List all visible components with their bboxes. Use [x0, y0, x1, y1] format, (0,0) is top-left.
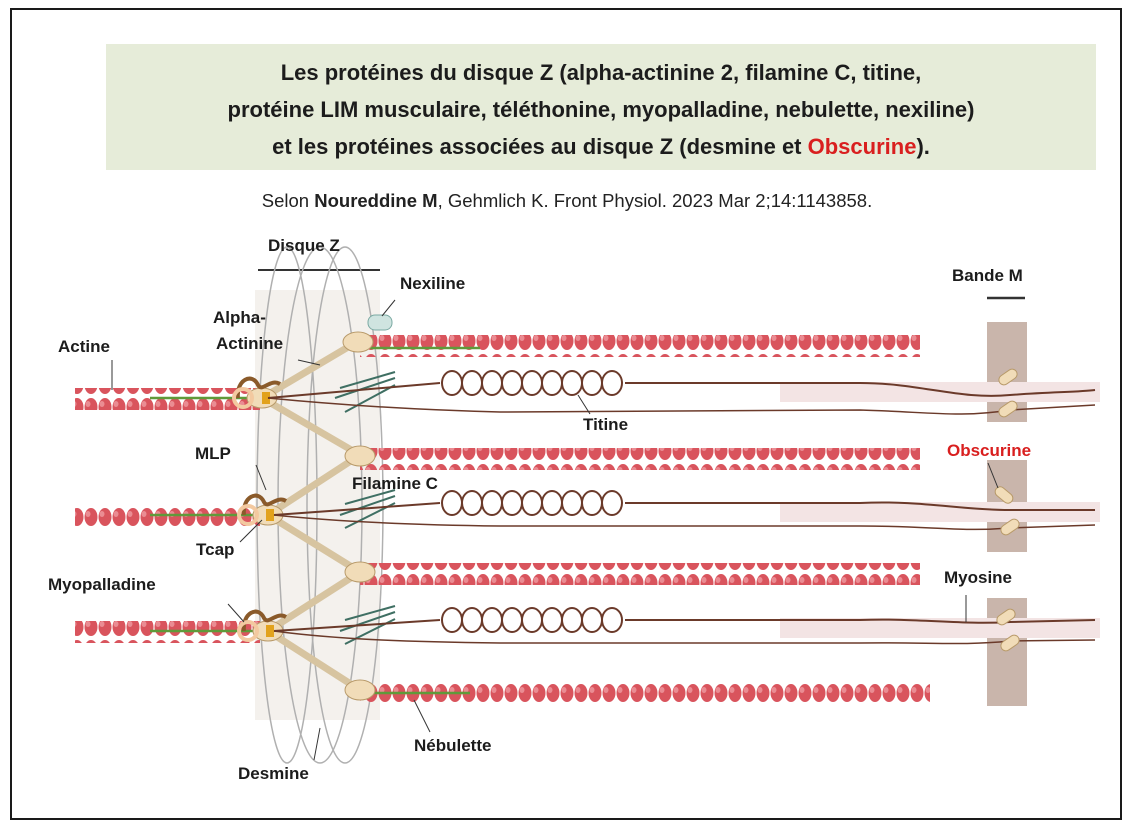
label-actine: Actine [58, 337, 110, 357]
label-bande-m: Bande M [952, 266, 1023, 286]
label-mlp: MLP [195, 444, 231, 464]
label-myosine: Myosine [944, 568, 1012, 588]
label-obscurine: Obscurine [947, 441, 1031, 461]
leader-desmine [314, 728, 320, 760]
actin-filament-right-1 [360, 335, 920, 357]
nexiline-shape [368, 315, 392, 330]
actin-filament-right-3 [360, 563, 920, 585]
leader-myopalladine [228, 604, 244, 622]
actinin-head-1 [343, 332, 373, 352]
actin-filament-right-2 [360, 448, 920, 470]
titin-coil-3 [442, 608, 622, 632]
titin-coil-2 [442, 491, 622, 515]
label-filamine-c: Filamine C [352, 474, 438, 494]
titin-coil-1 [442, 371, 622, 395]
tcap-3 [266, 625, 274, 637]
label-titine: Titine [583, 415, 628, 435]
actinin-head-2 [345, 446, 375, 466]
label-nebulette: Nébulette [414, 736, 491, 756]
label-desmine: Desmine [238, 764, 309, 784]
label-myopalladine: Myopalladine [48, 575, 156, 595]
leader-nexiline [382, 300, 395, 316]
actinin-head-3 [345, 562, 375, 582]
label-tcap: Tcap [196, 540, 234, 560]
label-disque-z: Disque Z [268, 236, 340, 256]
tcap-2 [266, 509, 274, 521]
actinin-head-4 [345, 680, 375, 700]
label-actinine: Actinine [216, 334, 283, 354]
label-nexiline: Nexiline [400, 274, 465, 294]
label-alpha: Alpha- [213, 308, 266, 328]
leader-nebulette [414, 700, 430, 732]
